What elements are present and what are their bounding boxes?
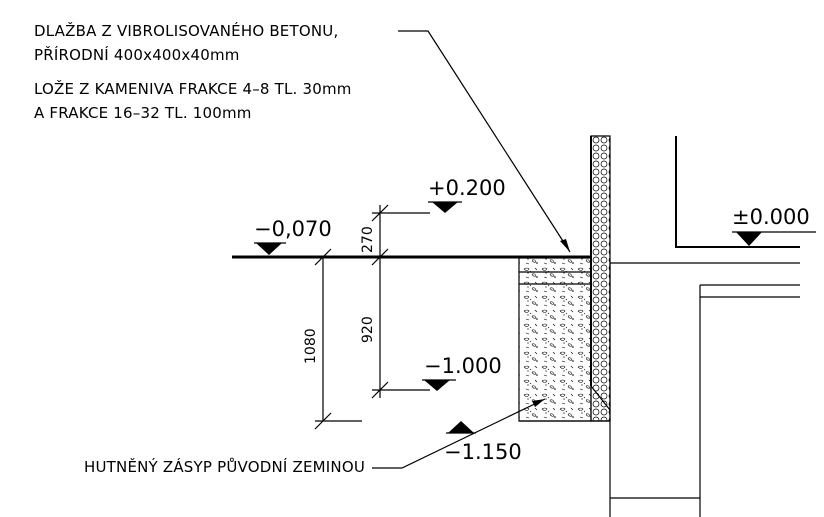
level-minus-1150-marker [448, 421, 474, 433]
level-zero: ±0.000 [732, 205, 810, 229]
dim-920: 920 [360, 316, 376, 343]
note-paving-line1: DLAŽBA Z VIBROLISOVANÉHO BETONU, [34, 21, 338, 40]
wall-footing-chamfer [590, 385, 611, 411]
note-paving-line3: LOŽE Z KAMENIVA FRAKCE 4–8 TL. 30mm [34, 79, 352, 98]
level-minus-1000: −1.000 [424, 354, 502, 378]
note-backfill: HUTNĚNÝ ZÁSYP PŮVODNÍ ZEMINOU [84, 457, 365, 476]
note-paving-line2: PŘÍRODNÍ 400x400x40mm [34, 45, 240, 64]
dim-tick [371, 248, 389, 266]
note-paving-line4: A FRAKCE 16–32 TL. 100mm [34, 104, 252, 122]
gravel-backfill [518, 257, 592, 422]
dim-270: 270 [360, 226, 376, 253]
leader-backfill [372, 398, 546, 469]
leader-paving [398, 30, 571, 253]
dim-1080: 1080 [303, 328, 319, 364]
level-zero-marker [736, 232, 762, 246]
wall-insulation [590, 135, 611, 422]
dim-tick [314, 248, 332, 266]
leader-paving-arrow [560, 239, 570, 252]
level-minus-0070-marker [256, 243, 282, 255]
level-plus-0200: +0.200 [428, 176, 506, 200]
interior-wall-and-floor [675, 136, 800, 248]
level-minus-1150: −1.150 [444, 440, 522, 464]
level-plus-0200-marker [432, 202, 458, 213]
level-minus-0070: −0,070 [254, 217, 332, 241]
level-minus-1000-marker [424, 380, 450, 391]
